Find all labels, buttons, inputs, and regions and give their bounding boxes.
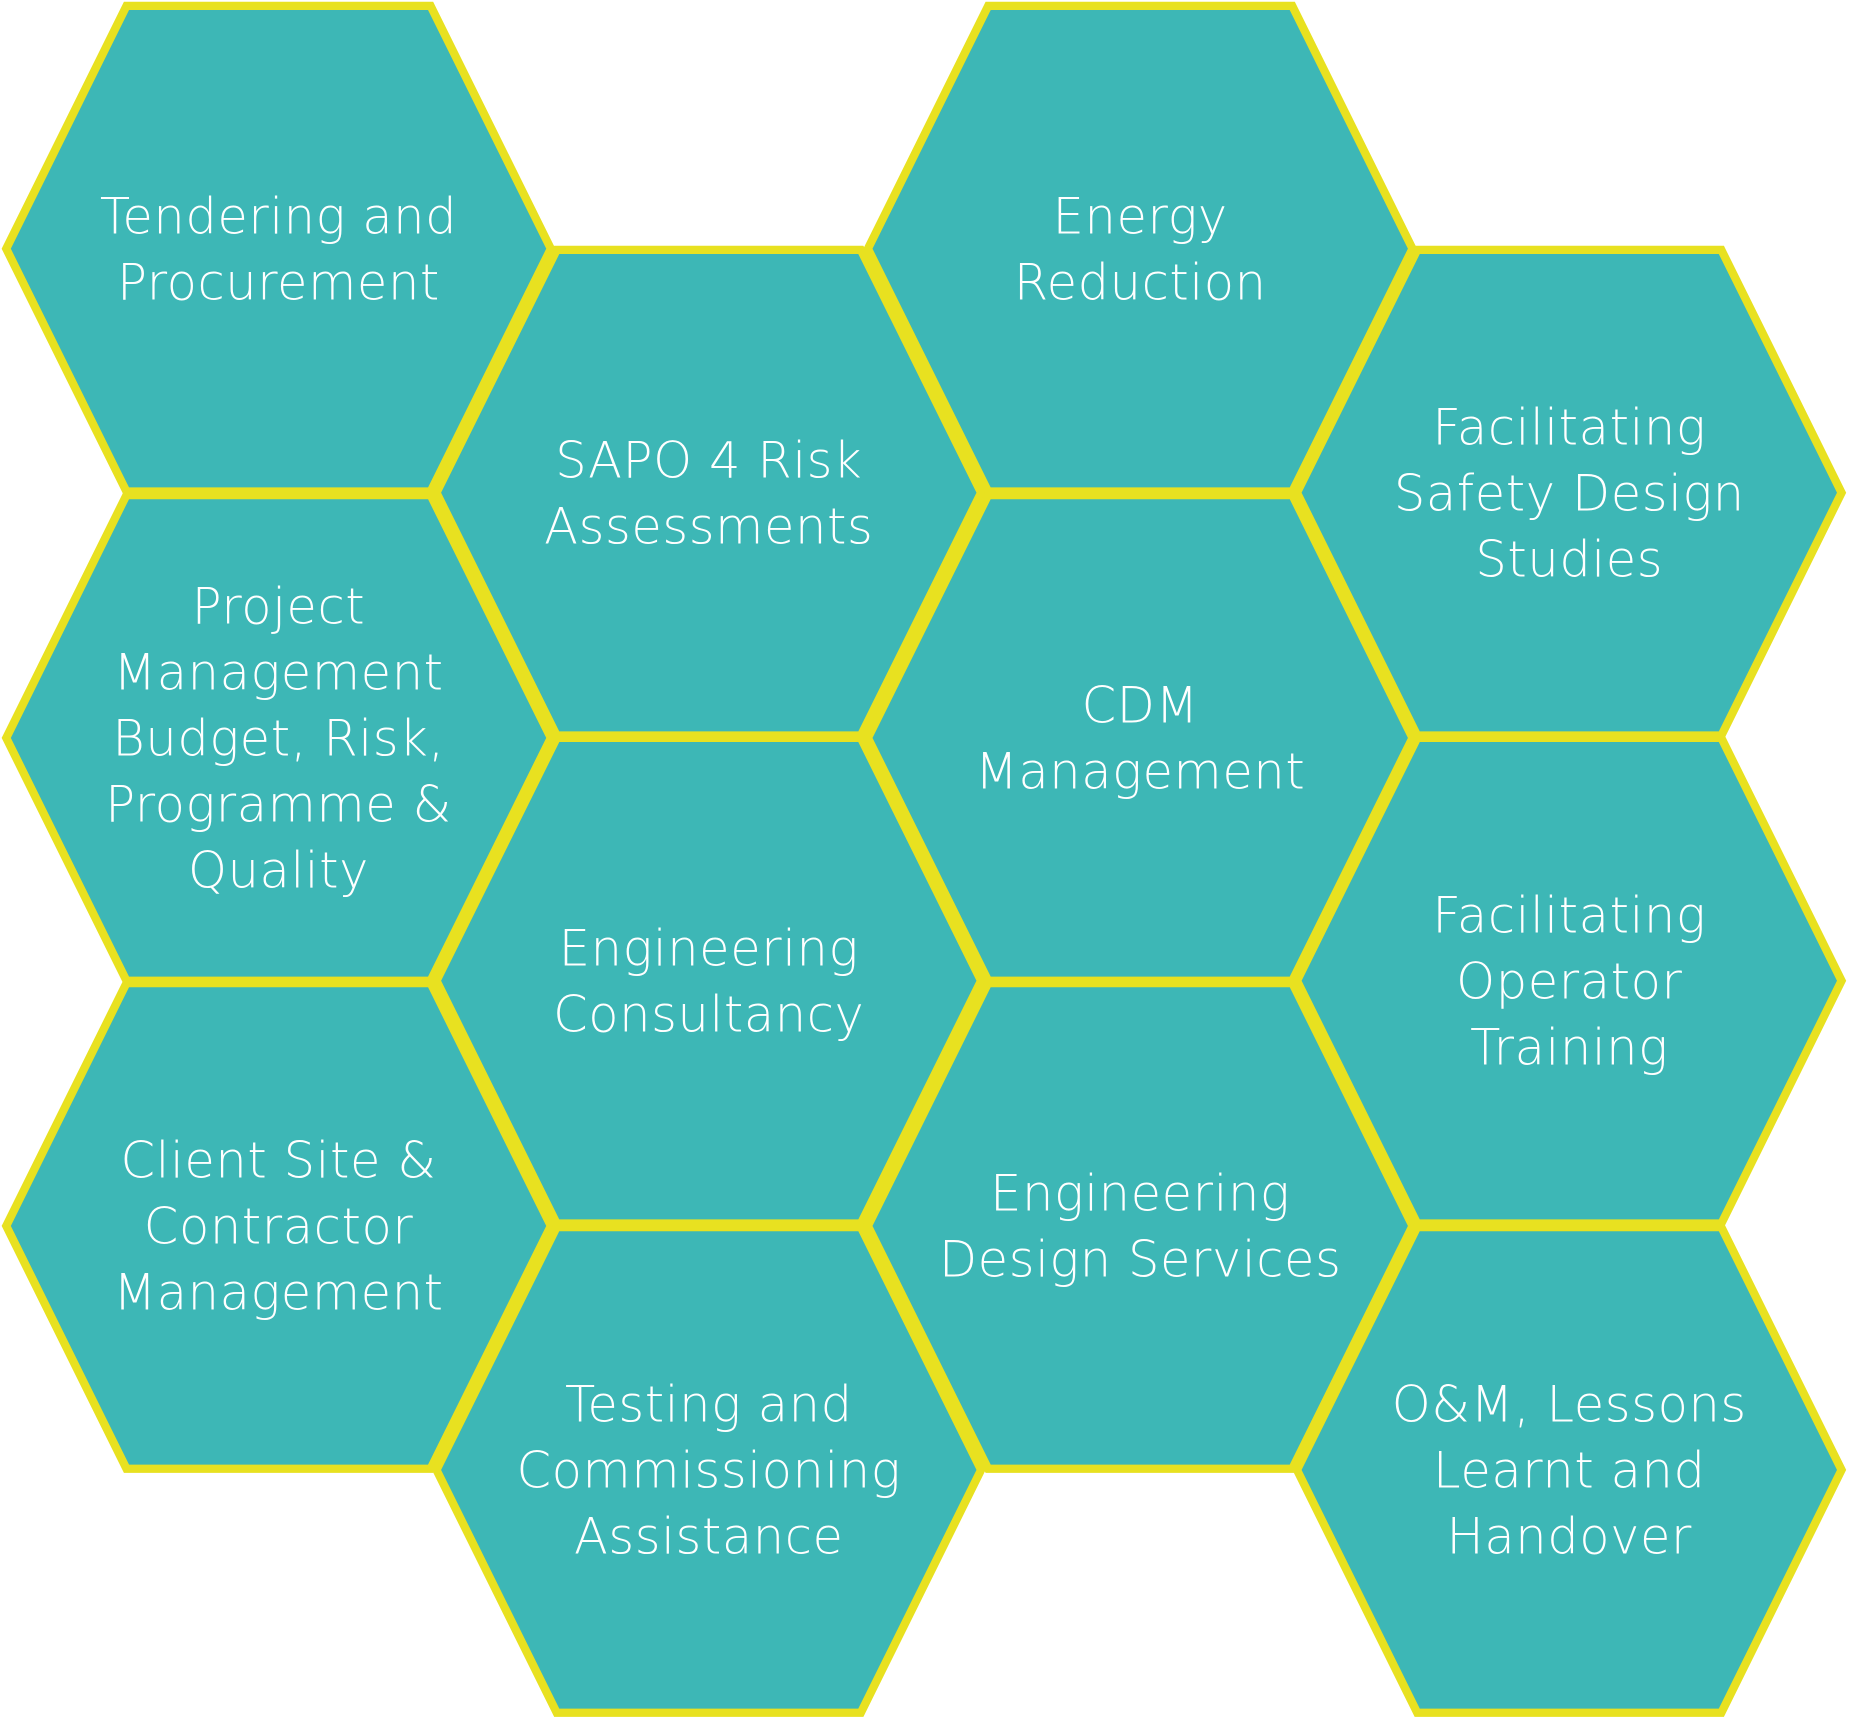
service-label-line: Contractor [144, 1198, 414, 1256]
service-label-line: Procurement [117, 253, 440, 311]
hexagon-shape [431, 245, 986, 740]
service-label-line: SAPO 4 Risk [555, 431, 862, 489]
service-label-line: Learnt and [1433, 1442, 1706, 1500]
service-hexagon: CDM Management [863, 490, 1418, 985]
service-label-line: Energy [1053, 187, 1228, 245]
hexagon-shape [1292, 1222, 1847, 1717]
service-label-line: Reduction [1014, 253, 1267, 311]
service-label-line: Tendering and [100, 187, 457, 245]
service-label-line: Safety Design [1394, 464, 1745, 522]
service-label-line: Handover [1447, 1508, 1693, 1566]
service-label-line: Assistance [574, 1508, 844, 1566]
service-label-line: Facilitating [1432, 886, 1706, 944]
service-label-line: Programme & [105, 776, 452, 834]
service-label-line: Studies [1475, 530, 1663, 588]
service-label-line: Operator [1456, 952, 1682, 1010]
service-label-line: Assessments [544, 497, 873, 555]
hexagon-shape [863, 978, 1418, 1473]
service-label-line: Facilitating [1432, 398, 1706, 456]
service-label-line: Client Site & [120, 1132, 436, 1190]
service-label-line: Quality [188, 842, 369, 900]
service-label-line: Testing and [565, 1376, 853, 1434]
service-label-line: Design Services [939, 1231, 1341, 1289]
service-label-line: CDM [1082, 677, 1199, 735]
service-label: CDM Management [975, 677, 1305, 801]
service-label-line: Management [113, 644, 443, 702]
service-label-line: Project [192, 578, 365, 636]
service-label-line: Management [113, 1264, 443, 1322]
service-label-line: Engineering [559, 919, 859, 977]
service-label-line: O&M, Lessons [1392, 1376, 1747, 1434]
hexagon-shape [431, 1222, 986, 1717]
hexagon-shape [1, 978, 556, 1473]
service-label-line: Training [1470, 1018, 1668, 1076]
service-label-line: Budget, Risk, [112, 710, 444, 768]
service-label-line: Management [975, 743, 1305, 801]
service-label-line: Engineering [990, 1165, 1290, 1223]
service-label-line: Commissioning [517, 1442, 902, 1500]
service-label-line: Consultancy [553, 985, 864, 1043]
